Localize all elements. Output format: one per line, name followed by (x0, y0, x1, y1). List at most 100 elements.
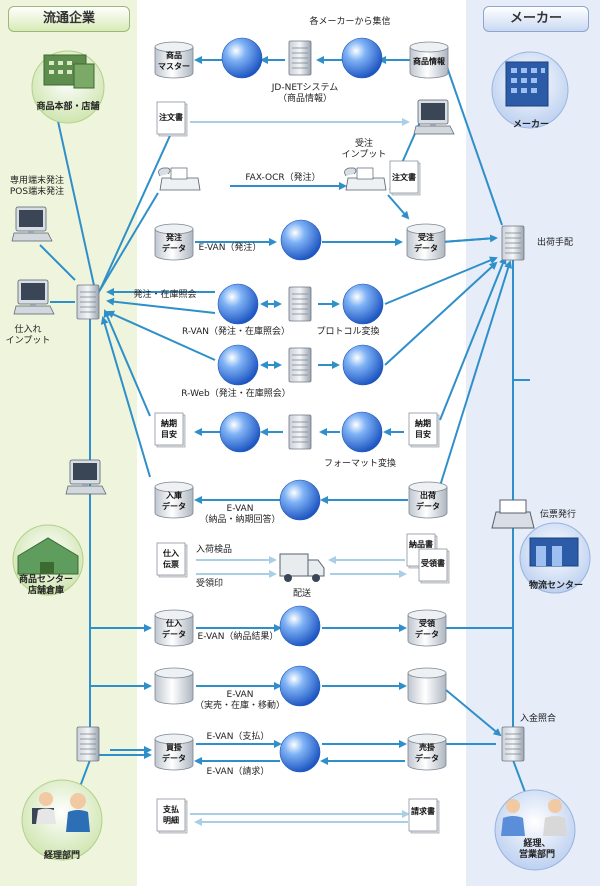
payable-data-db (154, 733, 194, 771)
order-data-label: 発注データ (162, 232, 186, 253)
maker-building-icon (491, 51, 569, 129)
slip-label: 伝票発行 (540, 508, 576, 520)
truck-icon (279, 553, 325, 582)
shipping-server-icon (501, 225, 525, 261)
received-data-label: 受領データ (415, 618, 439, 639)
retailer-server-icon (76, 284, 100, 320)
product-info-label: 商品情報 (413, 56, 446, 66)
logistics-center-icon (519, 522, 591, 594)
light-lines (190, 118, 410, 826)
purchase-data-label: 仕入データ (162, 618, 186, 639)
retailer-lane (0, 0, 137, 886)
connection-lines (39, 56, 530, 801)
payment-statement-label: 支払明細 (162, 804, 179, 825)
maker-lane-title: メーカー (483, 6, 589, 32)
globe-icon (341, 411, 383, 453)
purchase-slip-label: 仕入伝票 (162, 548, 179, 569)
logistics-label: 物流センター (529, 579, 583, 591)
receiving-input-terminal-icon (13, 279, 55, 315)
fax-left-icon (158, 167, 201, 191)
receipt-form-label: 受領書 (421, 558, 445, 568)
payable-data-label: 買掛データ (162, 742, 186, 763)
maker-pc-icon (413, 99, 455, 135)
receivable-data-db (407, 733, 447, 771)
product-master-db (154, 41, 194, 79)
format-conv-label: フォーマット変換 (324, 457, 396, 469)
received-data-db (407, 609, 447, 647)
purchase-data-db (154, 609, 194, 647)
globe-icon (342, 283, 384, 325)
delivery-estimate-right-label: 納期目安 (415, 418, 431, 439)
rweb-server-icon (288, 347, 312, 383)
order-stock-label: 発注・在庫照会 (133, 288, 196, 300)
sales-dept-label: 経理、営業部門 (519, 837, 555, 860)
sales-stock-left-db (154, 667, 194, 705)
fax-ocr-label: FAX-OCR（発注） (245, 171, 320, 183)
globe-icon (341, 37, 383, 79)
retailer-lane-title: 流通企業 (8, 6, 130, 32)
receipt-data-db (154, 481, 194, 519)
format-server-icon (288, 414, 312, 450)
jdnet-server-icon (288, 40, 312, 76)
accounting-server-icon (76, 726, 100, 762)
shipping-label: 出荷手配 (537, 236, 573, 248)
received-order-data-label: 受注データ (414, 232, 438, 253)
receivable-data-label: 売掛データ (415, 742, 439, 763)
globe-icon (217, 344, 259, 386)
jdnet-label: JD-NETシステム（商品情報） (271, 82, 338, 104)
globe-icon (280, 219, 322, 261)
product-master-label: 商品マスター (158, 50, 190, 71)
shipping-data-label: 出荷データ (416, 490, 440, 511)
evan-delivery-label: E-VAN（納品・納期回答） (199, 504, 280, 525)
fax-right-icon (344, 167, 387, 191)
order-input-label: 受注インプット (342, 137, 387, 160)
evan-order-label: E-VAN（発注） (199, 241, 262, 253)
evan-sales-label: E-VAN（実売・在庫・移動） (195, 690, 285, 711)
delivery-estimate-left-label: 納期目安 (161, 418, 177, 439)
accounting-icon (21, 779, 103, 861)
evan-result-label: E-VAN（納品結果） (198, 630, 279, 642)
hq-label: 商品本部・店舗 (36, 100, 99, 112)
globe-icon (279, 479, 321, 521)
receipt-stamp-label: 受領印 (196, 577, 223, 589)
sales-stock-right-db (407, 667, 447, 705)
evan-billing-label: E-VAN（請求） (207, 765, 270, 777)
hq-icon (31, 50, 105, 124)
invoice-label: 請求書 (411, 806, 435, 816)
delivery-label: 配送 (293, 587, 311, 599)
protocol-server-icon (288, 286, 312, 322)
maker-label: メーカー (513, 119, 549, 130)
evan-payment-label: E-VAN（支払） (207, 730, 270, 742)
dedicated-terminal-icon (11, 206, 53, 242)
order-sheet-label: 注文書 (159, 112, 183, 122)
retailer-pc-icon (65, 459, 107, 495)
shipping-data-db (408, 481, 448, 519)
globe-icon (279, 731, 321, 773)
inspection-label: 入荷検品 (196, 543, 232, 555)
globe-icon (221, 37, 263, 79)
maker-lane (466, 0, 600, 886)
payment-check-server-icon (501, 726, 525, 762)
slip-printer-icon (491, 499, 535, 529)
globe-icon (342, 344, 384, 386)
received-order-data-db (406, 223, 446, 261)
delivery-note-label: 納品書 (409, 539, 433, 549)
receipt-data-label: 入庫データ (162, 490, 186, 511)
globe-icon (217, 283, 259, 325)
collect-label: 各メーカーから集信 (309, 15, 390, 27)
protocol-label: プロトコル変換 (316, 325, 379, 337)
globe-icon (219, 411, 261, 453)
rweb-label: R-Web（発注・在庫照会） (181, 387, 290, 399)
payment-check-label: 入金照合 (520, 712, 556, 724)
globe-icon (279, 665, 321, 707)
invoice-doc (408, 798, 440, 834)
globe-icon (279, 605, 321, 647)
product-center-label: 商品センター店舗倉庫 (19, 573, 73, 596)
sales-dept-icon (494, 789, 576, 871)
order-data-db (154, 223, 194, 261)
product-center-icon (12, 524, 84, 596)
rvan-label: R-VAN（発注・在庫照会） (182, 325, 290, 337)
